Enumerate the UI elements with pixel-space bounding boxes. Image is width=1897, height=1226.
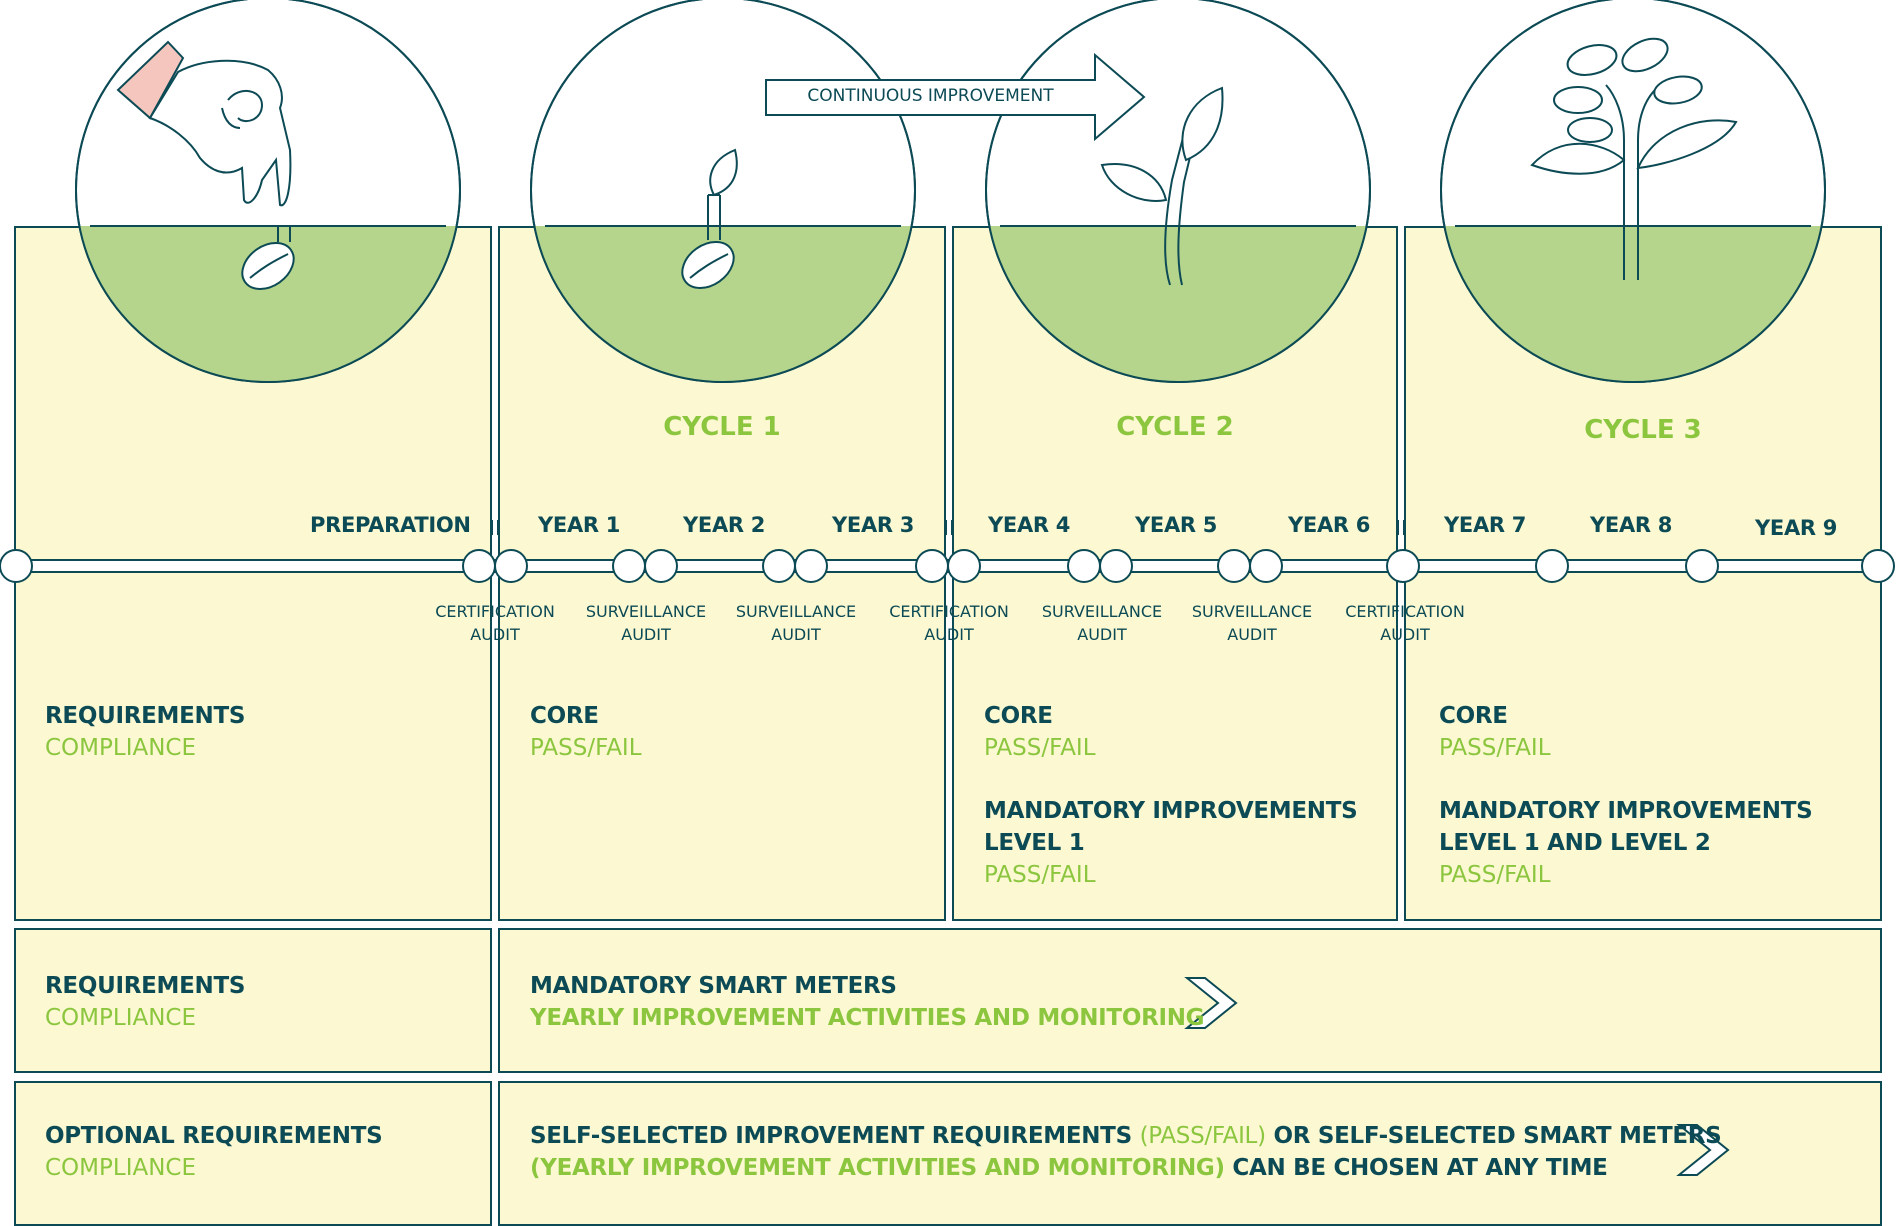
year-7-label: YEAR 7: [1444, 513, 1527, 537]
year-9-label: YEAR 9: [1755, 516, 1838, 540]
row2-right-text: MANDATORY SMART METERS YEARLY IMPROVEMEN…: [530, 970, 1205, 1034]
continuous-improvement-arrow: [765, 52, 1146, 142]
cycle-2-requirements: CORE PASS/FAIL MANDATORY IMPROVEMENTS LE…: [984, 700, 1358, 891]
c3-title2b: LEVEL 1 AND LEVEL 2: [1439, 830, 1711, 856]
c2-title2a: MANDATORY IMPROVEMENTS: [984, 798, 1358, 824]
row3-right-text: SELF-SELECTED IMPROVEMENT REQUIREMENTS (…: [530, 1120, 1722, 1184]
cycle-1-requirements: CORE PASS/FAIL: [530, 700, 642, 764]
preparation-label: PREPARATION: [310, 513, 471, 537]
year-3-label: YEAR 3: [832, 513, 915, 537]
row2-right-title: MANDATORY SMART METERS: [530, 973, 897, 999]
row2-right-sub: YEARLY IMPROVEMENT ACTIVITIES AND MONITO…: [530, 1005, 1205, 1031]
row2-left-panel: [14, 928, 492, 1073]
cycle-3-label: CYCLE 3: [1584, 415, 1702, 445]
row2-left-sub: COMPLIANCE: [45, 1005, 197, 1031]
row2-right-panel: [498, 928, 1882, 1073]
row2-left-text: REQUIREMENTS COMPLIANCE: [45, 970, 245, 1034]
year-4-label: YEAR 4: [988, 513, 1071, 537]
c3-title: CORE: [1439, 703, 1508, 729]
continuous-improvement-label: CONTINUOUS IMPROVEMENT: [807, 86, 1054, 106]
prep-title: REQUIREMENTS: [45, 703, 246, 729]
hand-seed-icon: [75, 0, 461, 383]
c2-title: CORE: [984, 703, 1053, 729]
row3-right-panel: [498, 1081, 1882, 1226]
c2-sub2: PASS/FAIL: [984, 862, 1096, 888]
row2-left-title: REQUIREMENTS: [45, 973, 246, 999]
c3-sub2: PASS/FAIL: [1439, 862, 1551, 888]
seedling-icon: [985, 0, 1371, 383]
row3-left-text: OPTIONAL REQUIREMENTS COMPLIANCE: [45, 1120, 383, 1184]
row3-right-line2: (YEARLY IMPROVEMENT ACTIVITIES AND MONIT…: [530, 1155, 1608, 1181]
cycle-2-label: CYCLE 2: [1116, 412, 1234, 442]
cycle-1-label: CYCLE 1: [663, 412, 781, 442]
seed-sprout-icon: [530, 0, 916, 383]
row3-left-sub: COMPLIANCE: [45, 1155, 197, 1181]
prep-requirements: REQUIREMENTS COMPLIANCE: [45, 700, 245, 764]
timeline-nodes: [0, 549, 1895, 583]
year-8-label: YEAR 8: [1590, 513, 1673, 537]
c2-title2b: LEVEL 1: [984, 830, 1085, 856]
chevron-right-icon: [1184, 977, 1238, 1029]
c1-sub: PASS/FAIL: [530, 735, 642, 761]
c2-sub: PASS/FAIL: [984, 735, 1096, 761]
row3-left-panel: [14, 1081, 492, 1226]
c3-sub: PASS/FAIL: [1439, 735, 1551, 761]
plant-icon: [1440, 0, 1826, 383]
row3-left-title: OPTIONAL REQUIREMENTS: [45, 1123, 383, 1149]
c1-title: CORE: [530, 703, 599, 729]
year-2-label: YEAR 2: [683, 513, 766, 537]
year-5-label: YEAR 5: [1135, 513, 1218, 537]
chevron-right-icon: [1676, 1124, 1730, 1176]
year-1-label: YEAR 1: [538, 513, 621, 537]
prep-sub: COMPLIANCE: [45, 735, 197, 761]
row3-right-line1: SELF-SELECTED IMPROVEMENT REQUIREMENTS (…: [530, 1123, 1722, 1149]
c3-title2a: MANDATORY IMPROVEMENTS: [1439, 798, 1813, 824]
year-6-label: YEAR 6: [1288, 513, 1371, 537]
cycle-3-requirements: CORE PASS/FAIL MANDATORY IMPROVEMENTS LE…: [1439, 700, 1813, 891]
